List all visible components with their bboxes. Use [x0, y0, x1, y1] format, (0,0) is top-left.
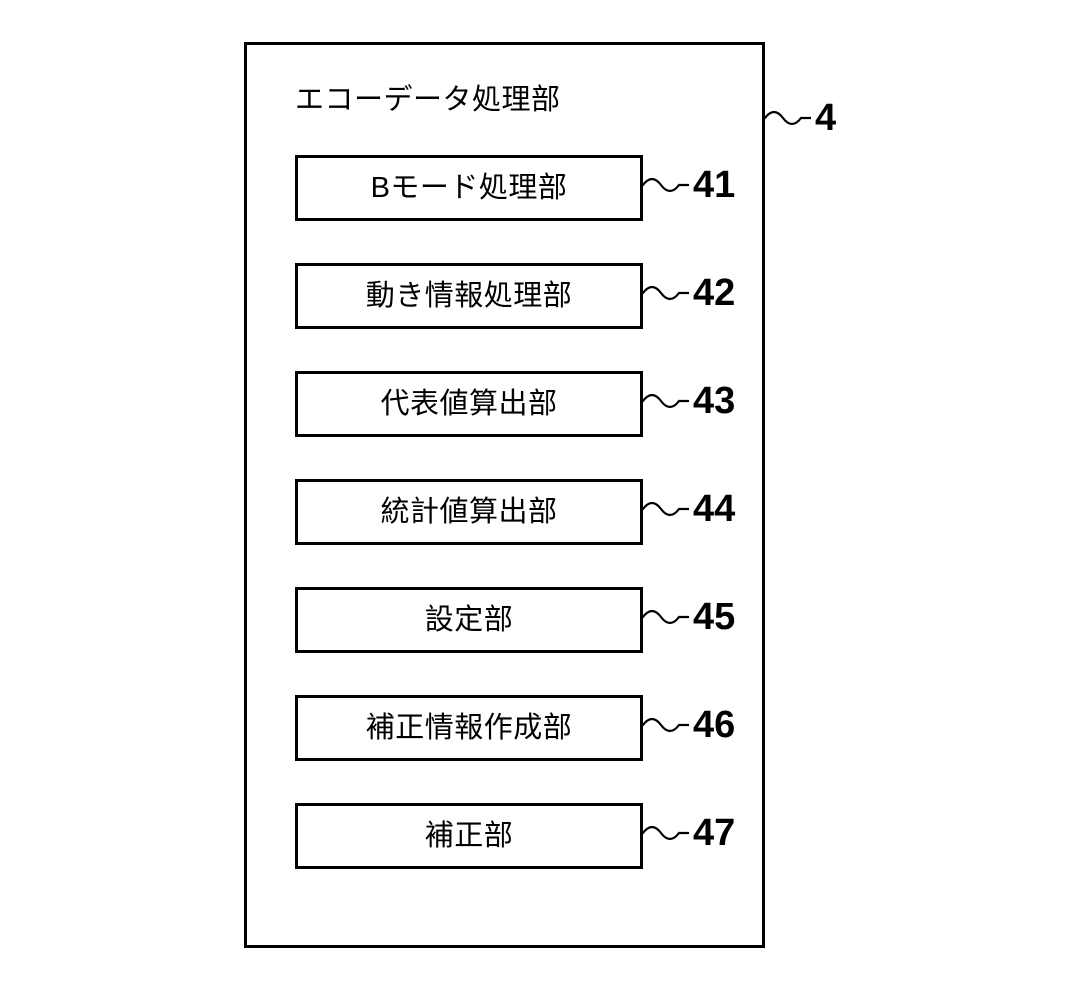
reference-numeral-outer: 4 — [815, 97, 837, 139]
module-box-label: Bモード処理部 — [370, 172, 568, 204]
module-box-label: 補正情報作成部 — [365, 712, 573, 744]
module-box-42[interactable]: 動き情報処理部 — [295, 263, 643, 329]
module-box-label: 動き情報処理部 — [365, 280, 573, 312]
leader-squiggle-icon — [765, 110, 811, 126]
module-box-46[interactable]: 補正情報作成部 — [295, 695, 643, 761]
module-box-41[interactable]: Bモード処理部 — [295, 155, 643, 221]
module-box-label: 補正部 — [424, 820, 514, 852]
module-box-47[interactable]: 補正部 — [295, 803, 643, 869]
callout-outer-block: 4 — [765, 92, 836, 144]
module-box-44[interactable]: 統計値算出部 — [295, 479, 643, 545]
module-box-label: 統計値算出部 — [380, 496, 558, 528]
module-box-label: 代表値算出部 — [380, 388, 558, 420]
module-box-43[interactable]: 代表値算出部 — [295, 371, 643, 437]
module-box-label: 設定部 — [424, 604, 514, 636]
module-box-45[interactable]: 設定部 — [295, 587, 643, 653]
echo-data-processing-block: エコーデータ処理部 Bモード処理部動き情報処理部代表値算出部統計値算出部設定部補… — [244, 42, 765, 948]
echo-data-processing-block-title: エコーデータ処理部 — [295, 84, 561, 116]
